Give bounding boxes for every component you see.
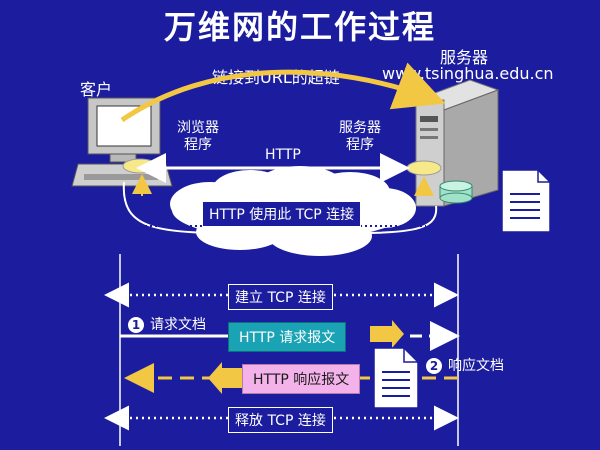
server-program-line1: 服务器 <box>339 120 381 136</box>
hyperlink-arrow <box>120 62 446 123</box>
server-program-line2: 程序 <box>346 137 374 153</box>
establish-tcp-label: 建立 TCP 连接 <box>228 284 333 310</box>
cloud-tcp-label: HTTP 使用此 TCP 连接 <box>202 201 362 227</box>
release-tcp-label: 释放 TCP 连接 <box>228 407 333 433</box>
response-document-icon <box>373 347 419 409</box>
step-2-badge: 2 <box>426 358 442 374</box>
browser-label-line2: 程序 <box>184 137 212 153</box>
client-label: 客户 <box>80 80 113 99</box>
browser-program-label: 浏览器 程序 <box>168 120 228 154</box>
response-doc-text: 响应文档 <box>448 358 504 374</box>
step-1-badge: 1 <box>128 317 144 333</box>
http-label: HTTP <box>265 147 301 163</box>
browser-label-line1: 浏览器 <box>177 120 219 136</box>
response-doc-label: 2 响应文档 <box>426 355 504 375</box>
document-icon <box>501 169 551 233</box>
database-icon <box>439 180 473 204</box>
http-response-box: HTTP 响应报文 <box>242 364 361 394</box>
http-request-box: HTTP 请求报文 <box>228 322 347 352</box>
page-title: 万维网的工作过程 <box>163 8 436 46</box>
client-computer-icon <box>71 97 173 187</box>
server-label: 服务器 <box>440 48 489 67</box>
server-program-node <box>406 160 442 176</box>
request-doc-label: 1 请求文档 <box>128 314 206 334</box>
server-program-label: 服务器 程序 <box>330 120 390 154</box>
browser-program-node <box>122 158 158 174</box>
request-doc-text: 请求文档 <box>150 317 206 333</box>
